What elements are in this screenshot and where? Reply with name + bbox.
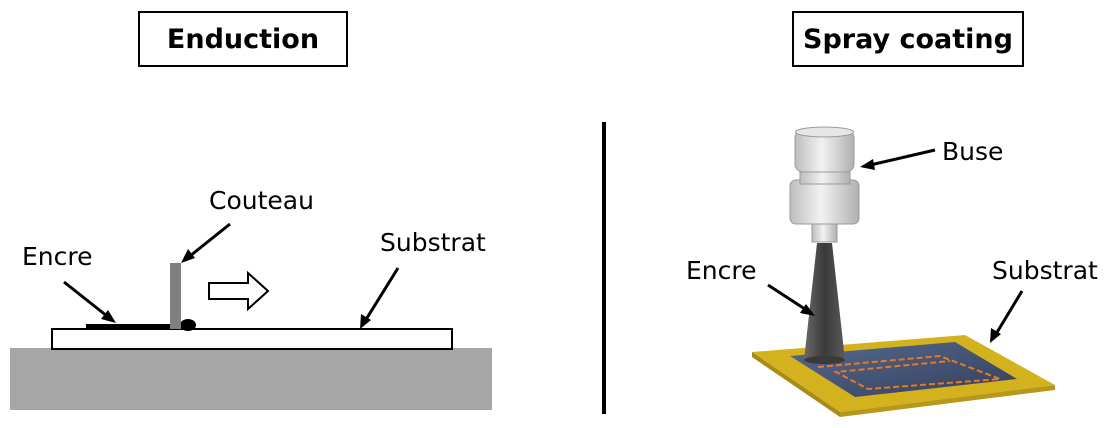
enduction-title: Enduction: [138, 11, 348, 67]
ink-layer: [86, 324, 186, 329]
substrat-arrow-left: [360, 267, 400, 329]
couteau-arrow: [181, 222, 231, 263]
right-hollow-arrow-icon: [208, 270, 270, 312]
encre-arrow-right: [767, 283, 815, 316]
divider-line: [602, 122, 606, 414]
coated-area: [790, 342, 1017, 397]
ink-bead: [180, 319, 196, 331]
label-encre-left: Encre: [22, 242, 93, 271]
label-substrat-left: Substrat: [380, 228, 486, 257]
label-encre-right: Encre: [686, 256, 757, 285]
buse-arrow: [860, 148, 936, 170]
spray-coating-title: Spray coating: [792, 11, 1024, 67]
spray-path: [817, 354, 1001, 391]
label-buse: Buse: [942, 137, 1004, 166]
encre-arrow-left: [63, 280, 116, 323]
spray-cone: [804, 243, 845, 360]
ground-block: [10, 348, 492, 410]
substrat-arrow-right: [990, 290, 1024, 343]
blade: [170, 263, 181, 329]
label-couteau: Couteau: [209, 186, 314, 215]
label-substrat-right: Substrat: [992, 256, 1098, 285]
nozzle: [789, 126, 860, 243]
substrate-plate: [51, 328, 453, 350]
